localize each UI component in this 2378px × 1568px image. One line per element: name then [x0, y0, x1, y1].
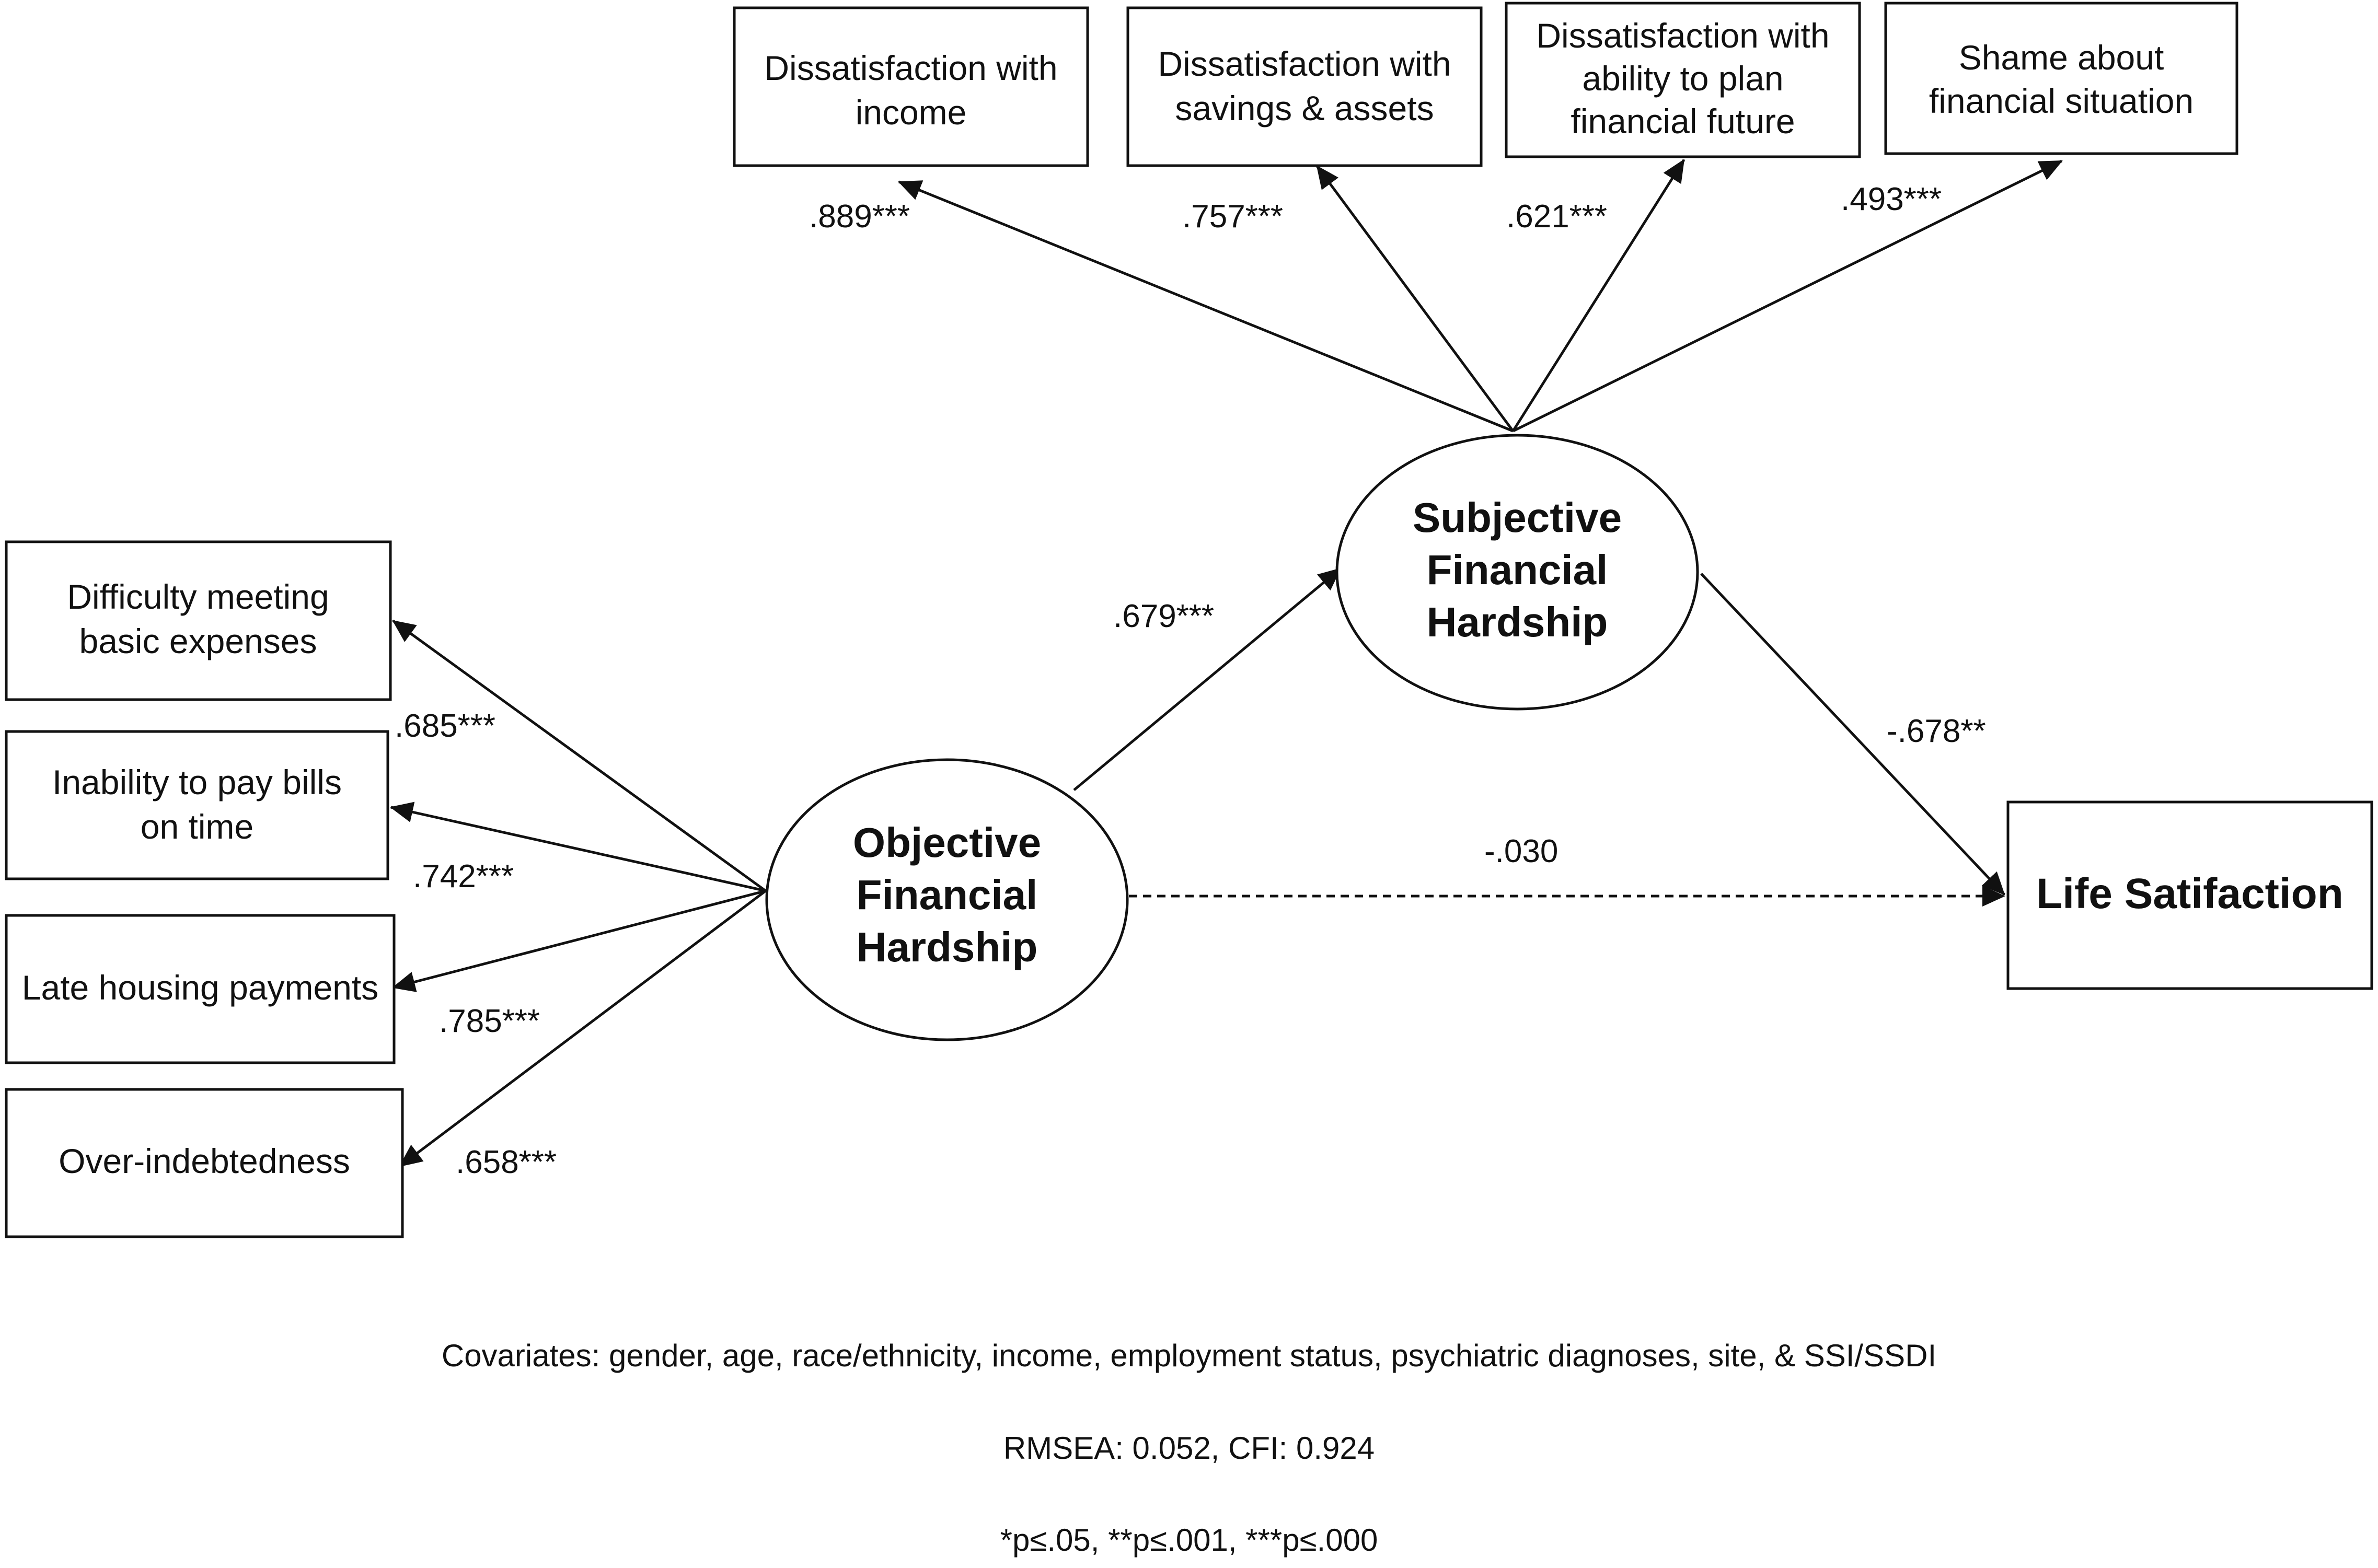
indicator-label-line: ability to plan [1582, 59, 1783, 98]
indicator-label-line: Shame about [1959, 38, 2164, 77]
footer-notes: Covariates: gender, age, race/ethnicity,… [442, 1338, 1936, 1558]
indicator-label-line: Difficulty meeting [67, 577, 329, 616]
loading-dissatisfaction-income: .889*** [809, 199, 910, 235]
coef-subjective-to-life-satisfaction: -.678** [1887, 713, 1986, 749]
indicator-label-line: Inability to pay bills [52, 763, 342, 802]
indicator-label-line: Dissatisfaction with [1536, 16, 1829, 55]
loading-inability-pay-bills: .742*** [413, 858, 514, 895]
outcome-life-satisfaction: Life Satifaction [2006, 800, 2373, 990]
arrow-subjective-to-dissatisfaction-savings [1315, 165, 1515, 432]
loading-difficulty-meeting-expenses: .685*** [395, 708, 495, 744]
loading-over-indebtedness: .658*** [456, 1144, 557, 1180]
model-fit-note: RMSEA: 0.052, CFI: 0.924 [1003, 1431, 1375, 1466]
arrow-objective-to-over-indebtedness [399, 890, 767, 1167]
latent-subjective-financial-hardship: Subjective Financial Hardship [1335, 434, 1699, 711]
indicator-label-line: financial future [1571, 102, 1795, 141]
indicator-label-line: income [856, 93, 967, 132]
outcome-label: Life Satifaction [2036, 870, 2344, 917]
indicator-label-line: Late housing payments [22, 968, 378, 1007]
indicator-label-line: Over-indebtedness [59, 1142, 350, 1180]
latent-label-line: Objective [853, 819, 1041, 866]
indicator-box-dissatisfaction-savings: Dissatisfaction with savings & assets [1126, 6, 1483, 167]
arrow-subjective-to-shame [1512, 159, 2063, 433]
indicator-box-difficulty-meeting-expenses: Difficulty meeting basic expenses [5, 540, 392, 701]
latent-label-line: Financial [1427, 547, 1608, 593]
arrow-objective-to-inability-pay-bills [390, 802, 766, 892]
coef-objective-to-subjective: .679*** [1113, 598, 1214, 634]
indicator-box-late-housing-payments: Late housing payments [5, 914, 396, 1064]
latent-label-line: Subjective [1413, 494, 1622, 541]
objective-indicators: Difficulty meeting basic expenses Inabil… [5, 540, 404, 1238]
covariates-note: Covariates: gender, age, race/ethnicity,… [442, 1338, 1936, 1373]
arrow-objective-to-difficulty-meeting-expenses [392, 619, 767, 892]
loading-dissatisfaction-savings: .757*** [1182, 199, 1283, 235]
indicator-box-inability-pay-bills: Inability to pay bills on time [5, 730, 389, 880]
arrow-subjective-to-dissatisfaction-plan [1511, 159, 1686, 432]
arrow-objective-to-subjective [1073, 567, 1342, 791]
loading-dissatisfaction-plan: .621*** [1506, 199, 1607, 235]
indicator-box-dissatisfaction-plan: Dissatisfaction with ability to plan fin… [1505, 2, 1861, 158]
arrow-objective-to-late-housing-payments [392, 889, 766, 992]
significance-note: *p≤.05, **p≤.001, ***p≤.000 [1000, 1523, 1378, 1558]
arrow-subjective-to-life-satisfaction [1700, 573, 2005, 896]
loading-shame: .493*** [1841, 181, 1942, 217]
indicator-label-line: basic expenses [79, 622, 317, 660]
indicator-box-over-indebtedness: Over-indebtedness [5, 1088, 404, 1238]
indicator-label-line: Dissatisfaction with [1158, 44, 1451, 83]
latent-label-line: Hardship [1427, 599, 1608, 645]
indicator-box-shame: Shame about financial situation [1884, 2, 2238, 155]
arrow-subjective-to-dissatisfaction-income [898, 180, 1514, 433]
coefficients: .889*** .757*** .621*** .493*** .685*** … [395, 181, 1986, 1180]
loading-late-housing-payments: .785*** [439, 1003, 540, 1039]
coef-objective-to-life-satisfaction: -.030 [1484, 833, 1558, 869]
subjective-indicators: Dissatisfaction with income Dissatisfact… [733, 2, 2238, 167]
latent-label-line: Hardship [857, 924, 1038, 970]
indicator-label-line: Dissatisfaction with [764, 49, 1057, 87]
indicator-box-dissatisfaction-income: Dissatisfaction with income [733, 6, 1089, 167]
indicator-label-line: on time [141, 807, 253, 846]
indicator-label-line: financial situation [1929, 82, 2194, 120]
latent-label-line: Financial [857, 872, 1038, 918]
indicator-label-line: savings & assets [1175, 89, 1434, 127]
latent-objective-financial-hardship: Objective Financial Hardship [765, 758, 1129, 1041]
paths-layer [390, 159, 2063, 1167]
